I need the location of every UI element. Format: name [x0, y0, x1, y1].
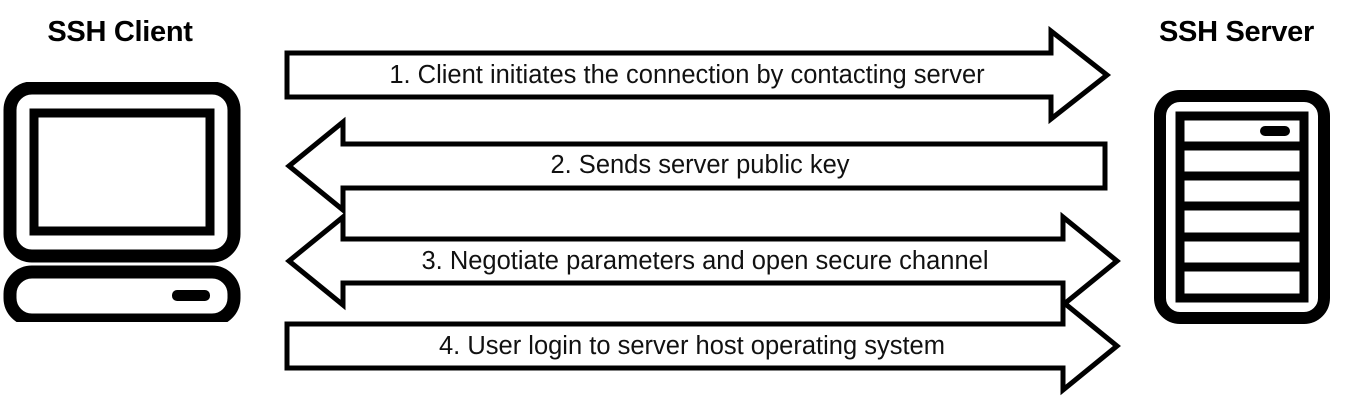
arrow-step-3: [285, 211, 1121, 311]
arrow-step-1: [284, 25, 1112, 125]
arrow-label-step-4: 4. User login to server host operating s…: [439, 332, 945, 360]
client-title: SSH Client: [47, 16, 193, 48]
rack-server-icon: [1152, 90, 1332, 325]
arrow-label-step-1: 1. Client initiates the connection by co…: [389, 61, 985, 89]
arrow-label-step-3: 3. Negotiate parameters and open secure …: [421, 247, 989, 275]
arrow-step-2: [285, 116, 1108, 216]
arrow-label-step-2: 2. Sends server public key: [550, 151, 850, 179]
desktop-computer-icon: [2, 81, 242, 327]
arrow-step-4: [284, 296, 1121, 396]
server-title: SSH Server: [1159, 16, 1314, 48]
